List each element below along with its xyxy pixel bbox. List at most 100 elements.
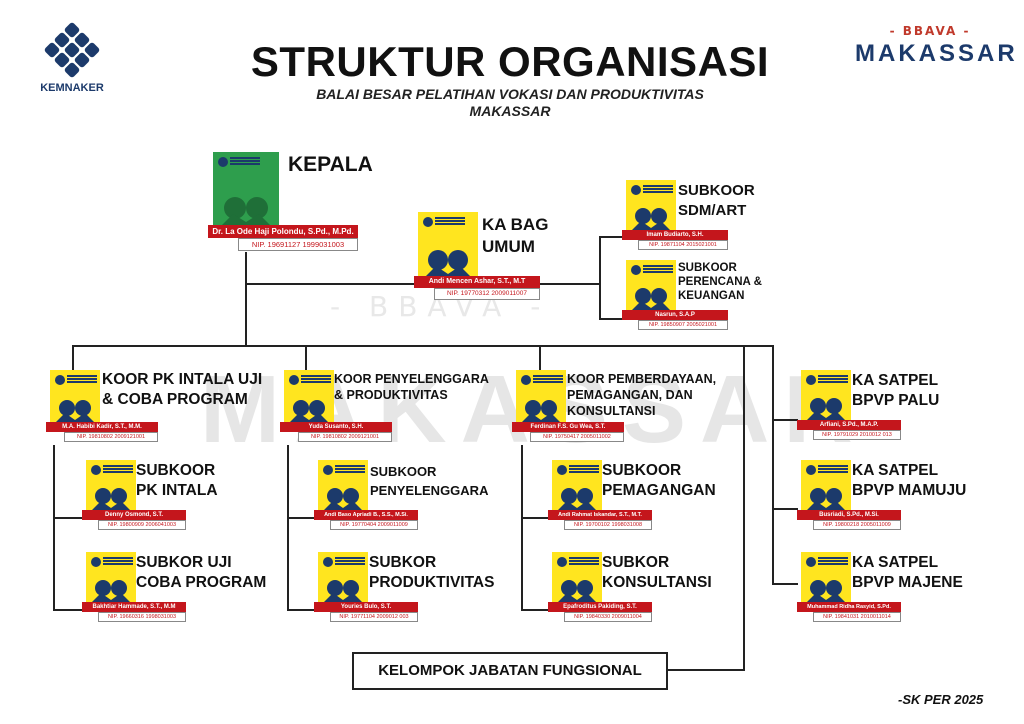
nip-bar: NIP. 19840330 2009011004 <box>564 612 652 622</box>
connector-line <box>772 583 798 585</box>
person-silhouette-icon <box>803 398 849 424</box>
page-title: STRUKTUR ORGANISASI <box>250 38 770 85</box>
photo-placeholder <box>552 552 602 606</box>
role-subkoor-sdm: SUBKOOR SDM/ART <box>678 181 755 221</box>
kemnaker-logo: KEMNAKER <box>32 22 112 94</box>
card-satpel-palu: Arfiani, S.Pd., M.A.P. NIP. 19791029 201… <box>797 370 901 440</box>
person-silhouette-icon <box>320 488 366 514</box>
nip-bar: NIP. 19770404 2009011009 <box>330 520 418 530</box>
nip-bar: NIP. 19800218 2005011009 <box>813 520 901 530</box>
person-silhouette-icon <box>52 400 98 426</box>
role-line: SUBKOR UJI <box>136 554 232 571</box>
nip-bar: NIP. 19750417 2005011002 <box>530 432 624 442</box>
role-line: BPVP PALU <box>852 392 940 409</box>
card-subkoor-sdm: Imam Budiarto, S.H. NIP. 19871104 201502… <box>622 180 728 250</box>
name-bar: Bakhtiar Hammade, S.T., M.M <box>82 602 186 612</box>
connector-line <box>743 345 745 670</box>
role-subkor-produktivitas: SUBKOR PRODUKTIVITAS <box>369 553 494 593</box>
card-koor-pemberdayaan: Ferdinan F.S. Gu Wea, S.T. NIP. 19750417… <box>512 370 624 442</box>
nip-bar: NIP. 19800909 2006041003 <box>98 520 186 530</box>
role-line: KEUANGAN <box>678 290 745 302</box>
role-line: BPVP MAJENE <box>852 574 963 591</box>
role-line: KOOR PEMBERDAYAAN, <box>567 372 717 386</box>
role-subkor-uji: SUBKOR UJI COBA PROGRAM <box>136 553 266 593</box>
person-silhouette-icon <box>88 488 134 514</box>
nip-bar: NIP. 19810802 2009121001 <box>298 432 392 442</box>
connector-line <box>772 419 798 421</box>
role-satpel-majene: KA SATPEL BPVP MAJENE <box>852 553 963 593</box>
connector-line <box>53 517 85 519</box>
person-silhouette-icon <box>320 580 366 606</box>
card-satpel-mamuju: Busriadi, S.Pd., M.Si. NIP. 19800218 200… <box>797 460 901 530</box>
photo-placeholder <box>418 212 478 282</box>
connector-line <box>772 345 774 584</box>
person-silhouette-icon <box>286 400 332 426</box>
role-line: KA SATPEL <box>852 554 939 571</box>
role-kepala: KEPALA <box>288 153 373 176</box>
person-silhouette-icon <box>88 580 134 606</box>
card-subkor-konsultansi: Epafroditus Pakiding, S.T. NIP. 19840330… <box>548 552 652 622</box>
connector-line <box>538 283 600 285</box>
connector-line <box>245 252 247 284</box>
role-line: & COBA PROGRAM <box>102 391 248 408</box>
role-line: KOOR PK INTALA UJI <box>102 371 263 388</box>
page-subtitle: BALAI BESAR PELATIHAN VOKASI DAN PRODUKT… <box>220 86 800 120</box>
nip-bar: NIP. 19791029 2010012 013 <box>813 430 901 440</box>
connector-line <box>599 236 601 319</box>
role-line: KONSULTANSI <box>567 404 656 418</box>
nip-bar: NIP. 19841031 2010011014 <box>813 612 901 622</box>
connector-line <box>53 609 85 611</box>
nip-bar: NIP. 19691127 1999031003 <box>238 238 358 251</box>
card-koor-penyelenggara: Yuda Susanto, S.H. NIP. 19810802 2009121… <box>280 370 392 442</box>
role-line: PRODUKTIVITAS <box>369 574 495 591</box>
connector-line <box>245 283 415 285</box>
photo-placeholder <box>50 370 100 426</box>
role-line: & PRODUKTIVITAS <box>334 388 448 402</box>
connector-line <box>287 445 289 610</box>
role-line: SDM/ART <box>678 202 747 219</box>
photo-placeholder <box>626 180 676 234</box>
photo-placeholder <box>318 460 368 514</box>
role-subkoor-penyelenggara: SUBKOOR PENYELENGGARA <box>370 462 488 500</box>
name-bar: Arfiani, S.Pd., M.A.P. <box>797 420 901 430</box>
connector-line <box>521 517 551 519</box>
nip-bar: NIP. 19700102 1998031008 <box>564 520 652 530</box>
nip-bar: NIP. 19770312 2009011007 <box>434 288 540 300</box>
connector-line <box>772 508 798 510</box>
person-silhouette-icon <box>628 288 674 314</box>
photo-placeholder <box>801 460 851 514</box>
role-line: PERENCANA & <box>678 276 762 288</box>
connector-line <box>53 445 55 610</box>
connector-line <box>599 318 623 320</box>
card-koor-pk: M.A. Habibi Kadir, S.T., M.M. NIP. 19810… <box>46 370 158 442</box>
nip-bar: NIP. 19850907 2005021001 <box>638 320 728 330</box>
card-satpel-majene: Muhammad Ridha Rasyid, S.Pd. NIP. 198410… <box>797 552 901 622</box>
connector-line <box>599 236 623 238</box>
card-subkoor-pemagangan: Andi Rahmat Iskandar, S.T., M.T. NIP. 19… <box>548 460 652 530</box>
card-subkoor-pk-intala: Denny Osmond, S.T. NIP. 19800909 2006041… <box>82 460 186 530</box>
photo-placeholder <box>626 260 676 314</box>
role-line: KOOR PENYELENGGARA <box>334 372 489 386</box>
kemnaker-emblem-icon <box>44 22 100 78</box>
name-bar: Muhammad Ridha Rasyid, S.Pd. <box>797 602 901 612</box>
connector-line <box>72 345 773 347</box>
makassar-logo: - BBAVA - MAKASSAR <box>855 24 1015 68</box>
name-bar: Dr. La Ode Haji Polondu, S.Pd., M.Pd. <box>208 225 358 238</box>
person-silhouette-icon <box>554 580 600 606</box>
name-bar: Youries Bulo, S.T. <box>314 602 418 612</box>
connector-line <box>287 609 317 611</box>
connector-line <box>305 345 307 370</box>
photo-placeholder <box>801 370 851 424</box>
name-bar: Epafroditus Pakiding, S.T. <box>548 602 652 612</box>
card-subkor-uji: Bakhtiar Hammade, S.T., M.M NIP. 1966031… <box>82 552 186 622</box>
person-silhouette-icon <box>554 488 600 514</box>
card-subkoor-keuangan: Nasrun, S.A.P NIP. 19850907 2005021001 <box>622 260 728 330</box>
name-bar: Denny Osmond, S.T. <box>82 510 186 520</box>
makassar-logo-top: - BBAVA - <box>889 24 971 38</box>
photo-placeholder <box>284 370 334 426</box>
role-subkor-konsultansi: SUBKOR KONSULTANSI <box>602 553 712 593</box>
role-line: PEMAGANGAN, DAN <box>567 388 693 402</box>
role-line: SUBKOOR <box>678 262 737 274</box>
role-line: SUBKOOR <box>136 462 216 479</box>
role-line: KA SATPEL <box>852 372 939 389</box>
